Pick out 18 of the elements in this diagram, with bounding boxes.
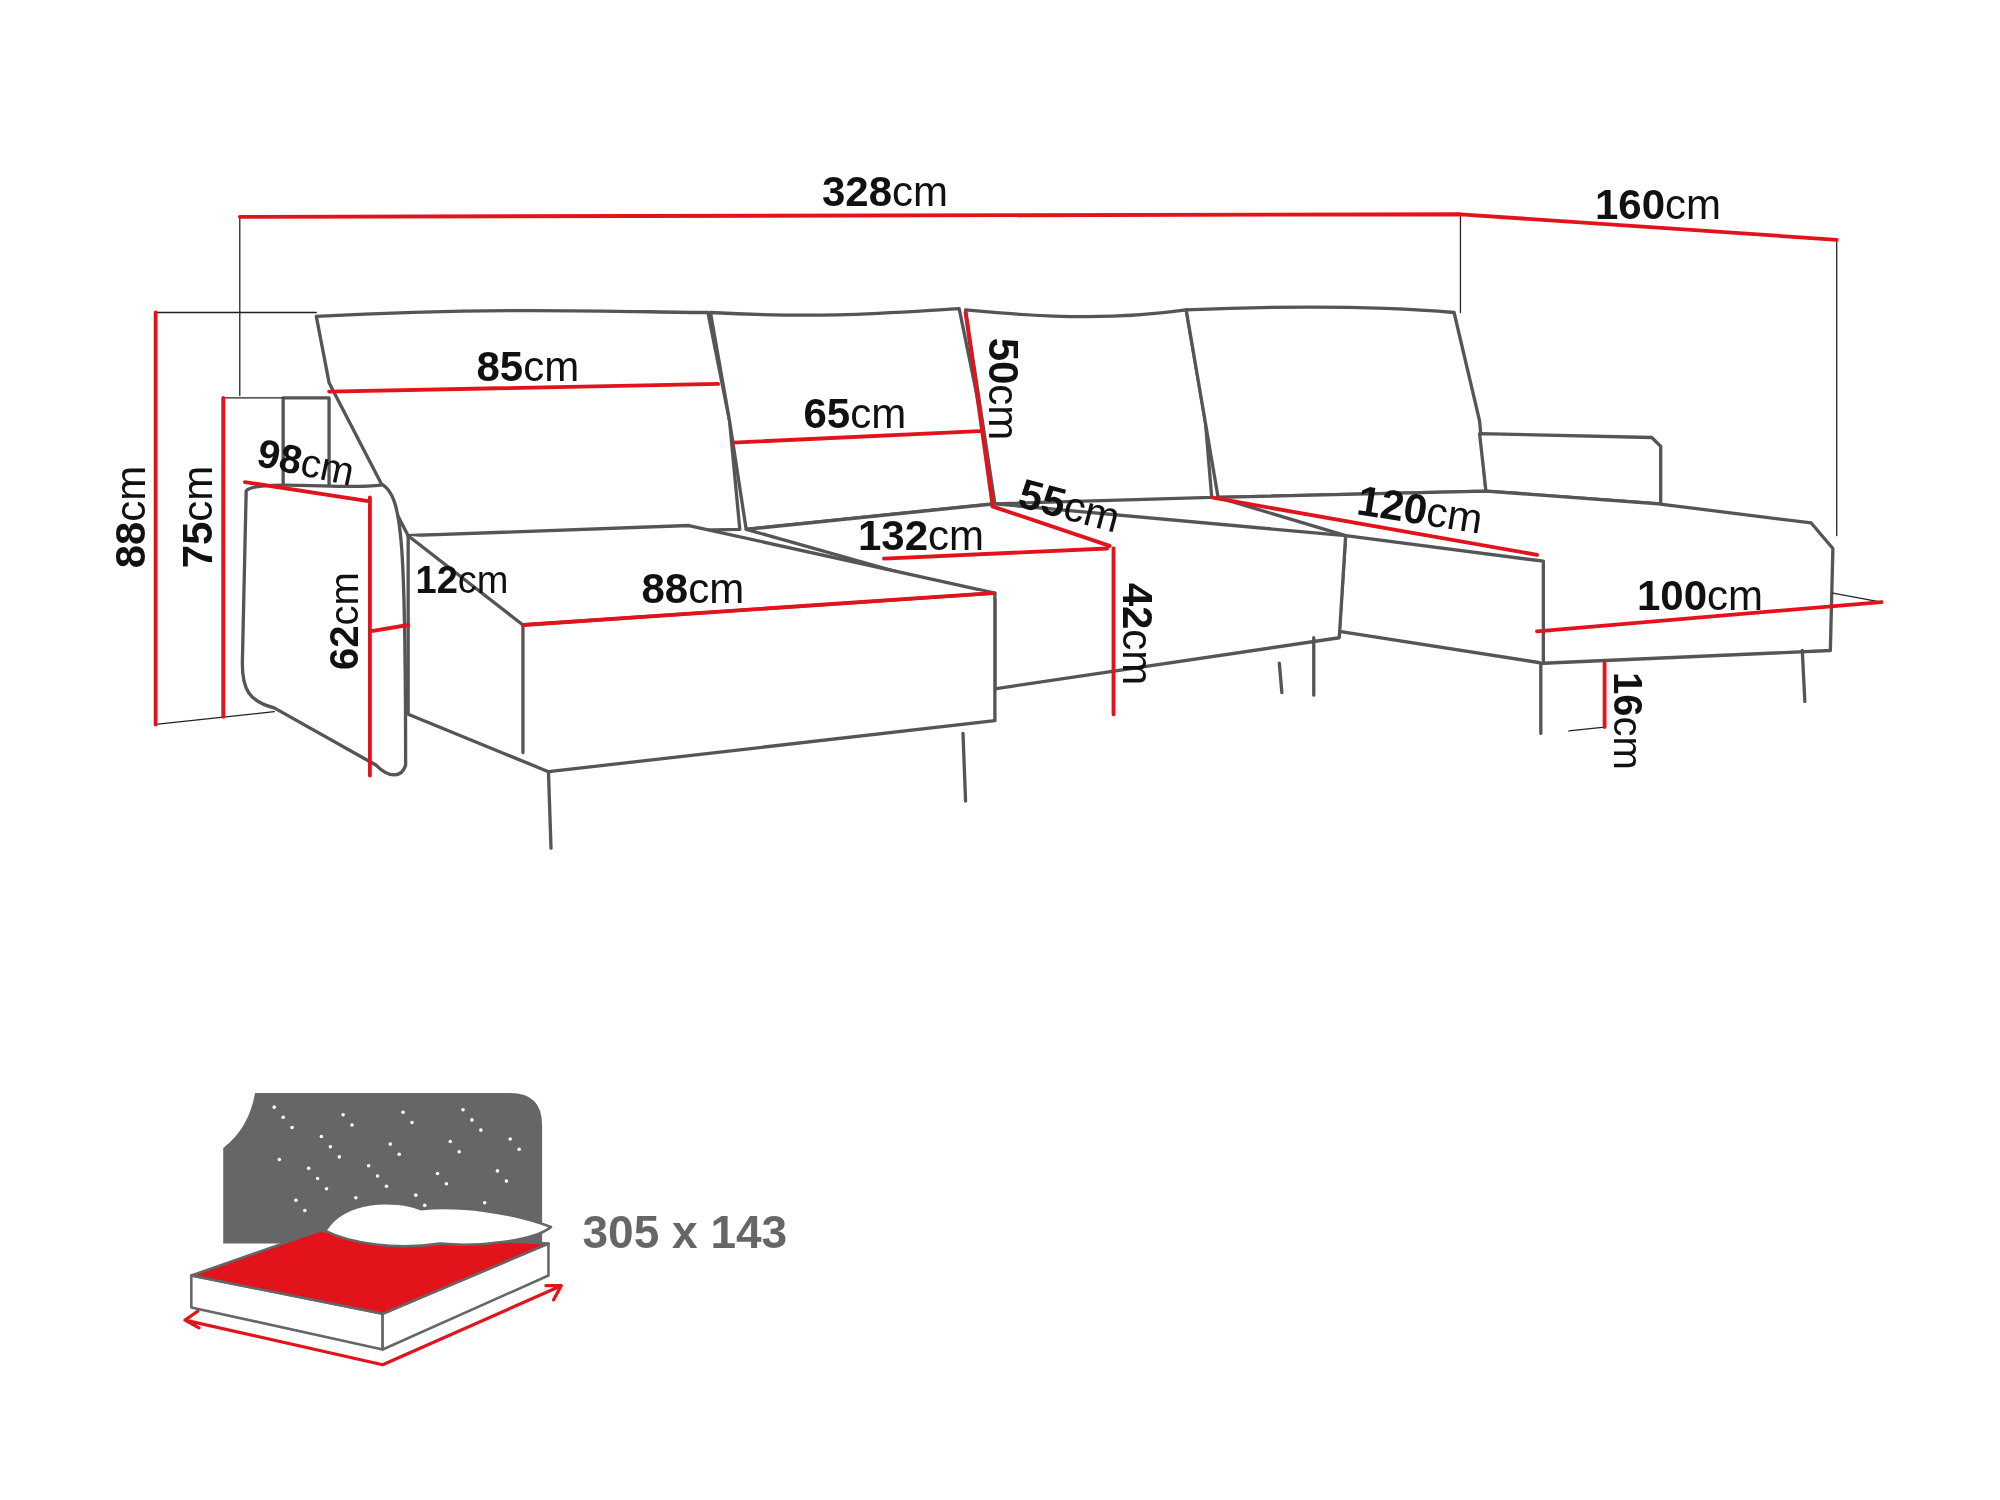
dimension-label: 88cm [109, 465, 152, 569]
dimension-label: 65cm [803, 393, 907, 435]
dimension-label: 120cm [1354, 479, 1486, 541]
dimension-label: 12cm [415, 561, 509, 599]
bed-size-label: 305 x 143 [582, 1209, 788, 1255]
dimension-label: 132cm [858, 515, 985, 557]
dimension-label: 75cm [176, 465, 219, 569]
dimension-label: 85cm [476, 346, 580, 388]
dimension-label: 100cm [1637, 575, 1764, 617]
dimension-label: 328cm [822, 171, 949, 213]
dimension-label: 55cm [1013, 472, 1124, 540]
dimension-label: 160cm [1595, 184, 1722, 226]
dimension-label: 88cm [641, 568, 745, 610]
dimension-label: 16cm [1607, 672, 1648, 770]
dimension-label: 42cm [1115, 582, 1158, 686]
dimension-label: 98cm [253, 432, 358, 492]
dimension-label: 62cm [323, 572, 364, 670]
dimension-label: 50cm [981, 337, 1024, 441]
